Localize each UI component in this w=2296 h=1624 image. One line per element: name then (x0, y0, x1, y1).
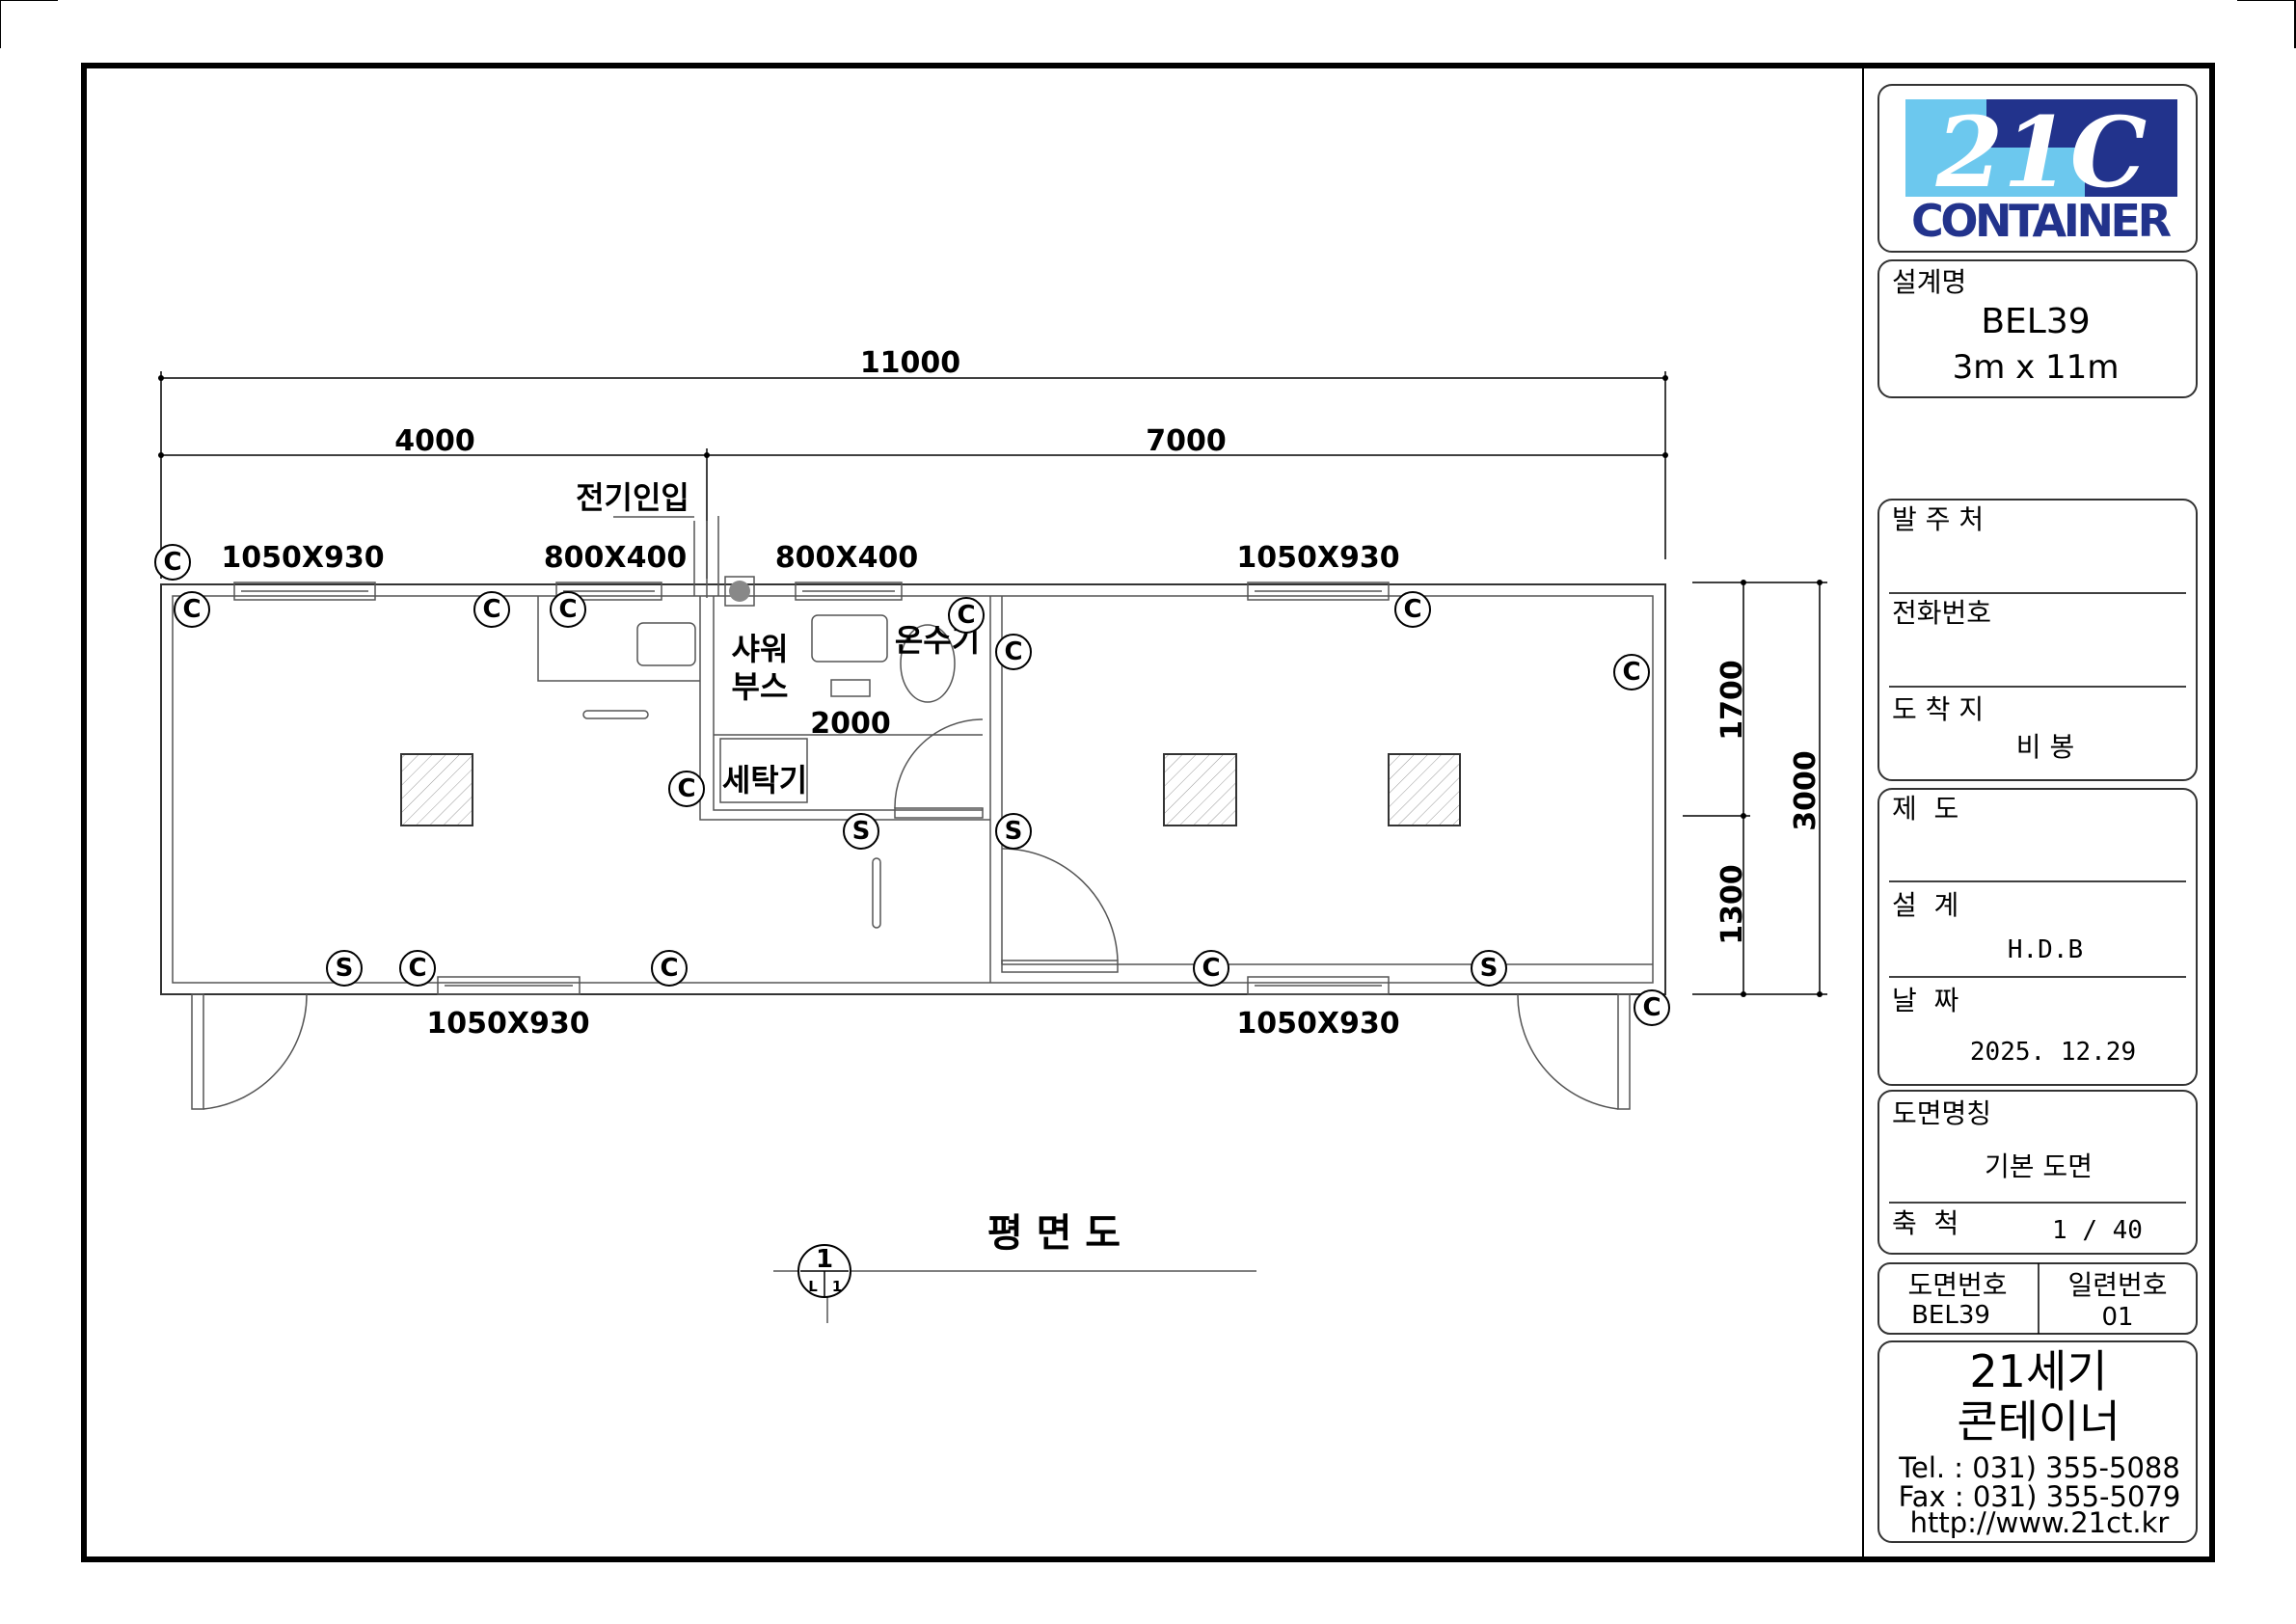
outlet-c-icon: C (182, 595, 201, 624)
plan-title: 평 면 도 (987, 1211, 1121, 1256)
logo-number: 21C (1935, 95, 2147, 209)
dimension-lines (160, 371, 1827, 995)
company-fax: Fax : 031) 355-5079 (1899, 1480, 2181, 1513)
floor-plan: 11000 4000 7000 1700 1300 3000 1050X930 … (154, 346, 1827, 1323)
ceiling-light (400, 753, 473, 826)
outlet-c-icon: C (558, 595, 577, 624)
section-sheet-number: 1 (832, 1278, 842, 1295)
destination-label: 도 착 지 (1892, 693, 1984, 725)
window-label: 1050X930 (221, 541, 384, 575)
logo-word: CONTAINER (1911, 195, 2172, 247)
outer-wall (160, 583, 1666, 995)
serial-no-label: 일련번호 (2067, 1269, 2167, 1301)
company-name-line1: 21세기 (1969, 1345, 2107, 1397)
outlet-c-icon: C (677, 774, 695, 803)
outlet-c-icon: C (1202, 954, 1220, 983)
bathroom-walls (699, 596, 990, 821)
dim-right-section: 7000 (1146, 424, 1227, 458)
client-label: 발 주 처 (1892, 503, 1984, 535)
drawing-name: 기본 도면 (1985, 1150, 2093, 1182)
design-name: BEL39 (1981, 302, 2090, 341)
outlet-markers: C C C C C C C C C C C C C (154, 544, 1670, 1026)
washbasin (811, 614, 888, 663)
outlet-c-icon: C (1403, 595, 1421, 624)
sink (636, 622, 696, 666)
sheet-border (81, 63, 2215, 1562)
switch-s-icon: S (336, 954, 354, 983)
designer-label: 설 계 (1892, 889, 1958, 921)
company-web[interactable]: http://www.21ct.kr (1910, 1506, 2170, 1539)
section-marker: 1 L 1 (773, 1244, 1256, 1323)
switch-s-icon: S (852, 817, 871, 846)
title-block: 21C CONTAINER 설계명 BEL39 3m x 11m 발 주 처 전… (1877, 84, 2198, 1543)
outlet-c-icon: C (482, 595, 500, 624)
serial-no: 01 (2101, 1303, 2133, 1332)
dim-left-section: 4000 (394, 424, 475, 458)
crop-marks (0, 0, 2296, 48)
doors (191, 718, 1631, 1110)
drawing-name-label: 도면명칭 (1892, 1097, 1991, 1129)
fan-icon (724, 576, 755, 607)
dim-total-width: 3000 (1789, 750, 1823, 831)
dim-lower-width: 1300 (1715, 864, 1749, 945)
dim-total-length: 11000 (860, 346, 960, 380)
power-inlet-label: 전기인입 (576, 479, 689, 516)
washer-label: 세탁기 (722, 762, 807, 798)
shower-booth-label: 샤워 (732, 631, 789, 667)
washer-area (719, 738, 808, 803)
design-size: 3m x 11m (1953, 348, 2120, 387)
company-logo: 21C CONTAINER (1905, 95, 2177, 247)
toilet (900, 624, 956, 703)
switch-markers: S S S S (326, 813, 1507, 987)
outlet-c-icon: C (1642, 993, 1661, 1022)
ceiling-light (1388, 753, 1461, 826)
company-name-line2: 콘테이너 (1957, 1395, 2120, 1448)
shower-booth-label: 부스 (732, 668, 789, 705)
date-label: 날 짜 (1892, 985, 1958, 1016)
window-label: 1050X930 (1236, 541, 1399, 575)
outlet-c-icon: C (1004, 637, 1022, 666)
drawing-no-label: 도면번호 (1907, 1269, 2007, 1301)
windows (233, 582, 1390, 995)
section-number: 1 (816, 1245, 833, 1274)
outlet-c-icon: C (163, 548, 181, 577)
scale-label: 축 척 (1892, 1207, 1958, 1239)
designer: H.D.B (2008, 935, 2083, 964)
destination: 비 봉 (2016, 731, 2074, 763)
date: 2025. 12.29 (1970, 1038, 2136, 1067)
outlet-c-icon: C (660, 954, 678, 983)
floor-drain (830, 679, 871, 697)
drawing-no: BEL39 (1911, 1301, 1990, 1330)
phone-label: 전화번호 (1892, 597, 1991, 629)
counter (537, 596, 700, 682)
window-label: 1050X930 (426, 1007, 589, 1041)
window-label: 1050X930 (1236, 1007, 1399, 1041)
ceiling-light (1163, 753, 1237, 826)
inner-wall (172, 595, 1654, 984)
window-label: 800X400 (544, 541, 687, 575)
drafter-label: 제 도 (1892, 793, 1958, 825)
dim-bathroom: 2000 (810, 707, 891, 741)
dim-upper-width: 1700 (1715, 660, 1749, 741)
section-sheet: L (808, 1278, 818, 1295)
switch-s-icon: S (1480, 954, 1499, 983)
window-label: 800X400 (775, 541, 918, 575)
outlet-c-icon: C (957, 601, 975, 630)
company-tel: Tel. : 031) 355-5088 (1898, 1451, 2180, 1484)
power-inlet-line (693, 516, 719, 598)
outlet-c-icon: C (408, 954, 426, 983)
outlet-c-icon: C (1622, 658, 1640, 687)
design-name-label: 설계명 (1892, 266, 1966, 298)
switch-s-icon: S (1005, 817, 1023, 846)
scale: 1 / 40 (2052, 1216, 2143, 1245)
